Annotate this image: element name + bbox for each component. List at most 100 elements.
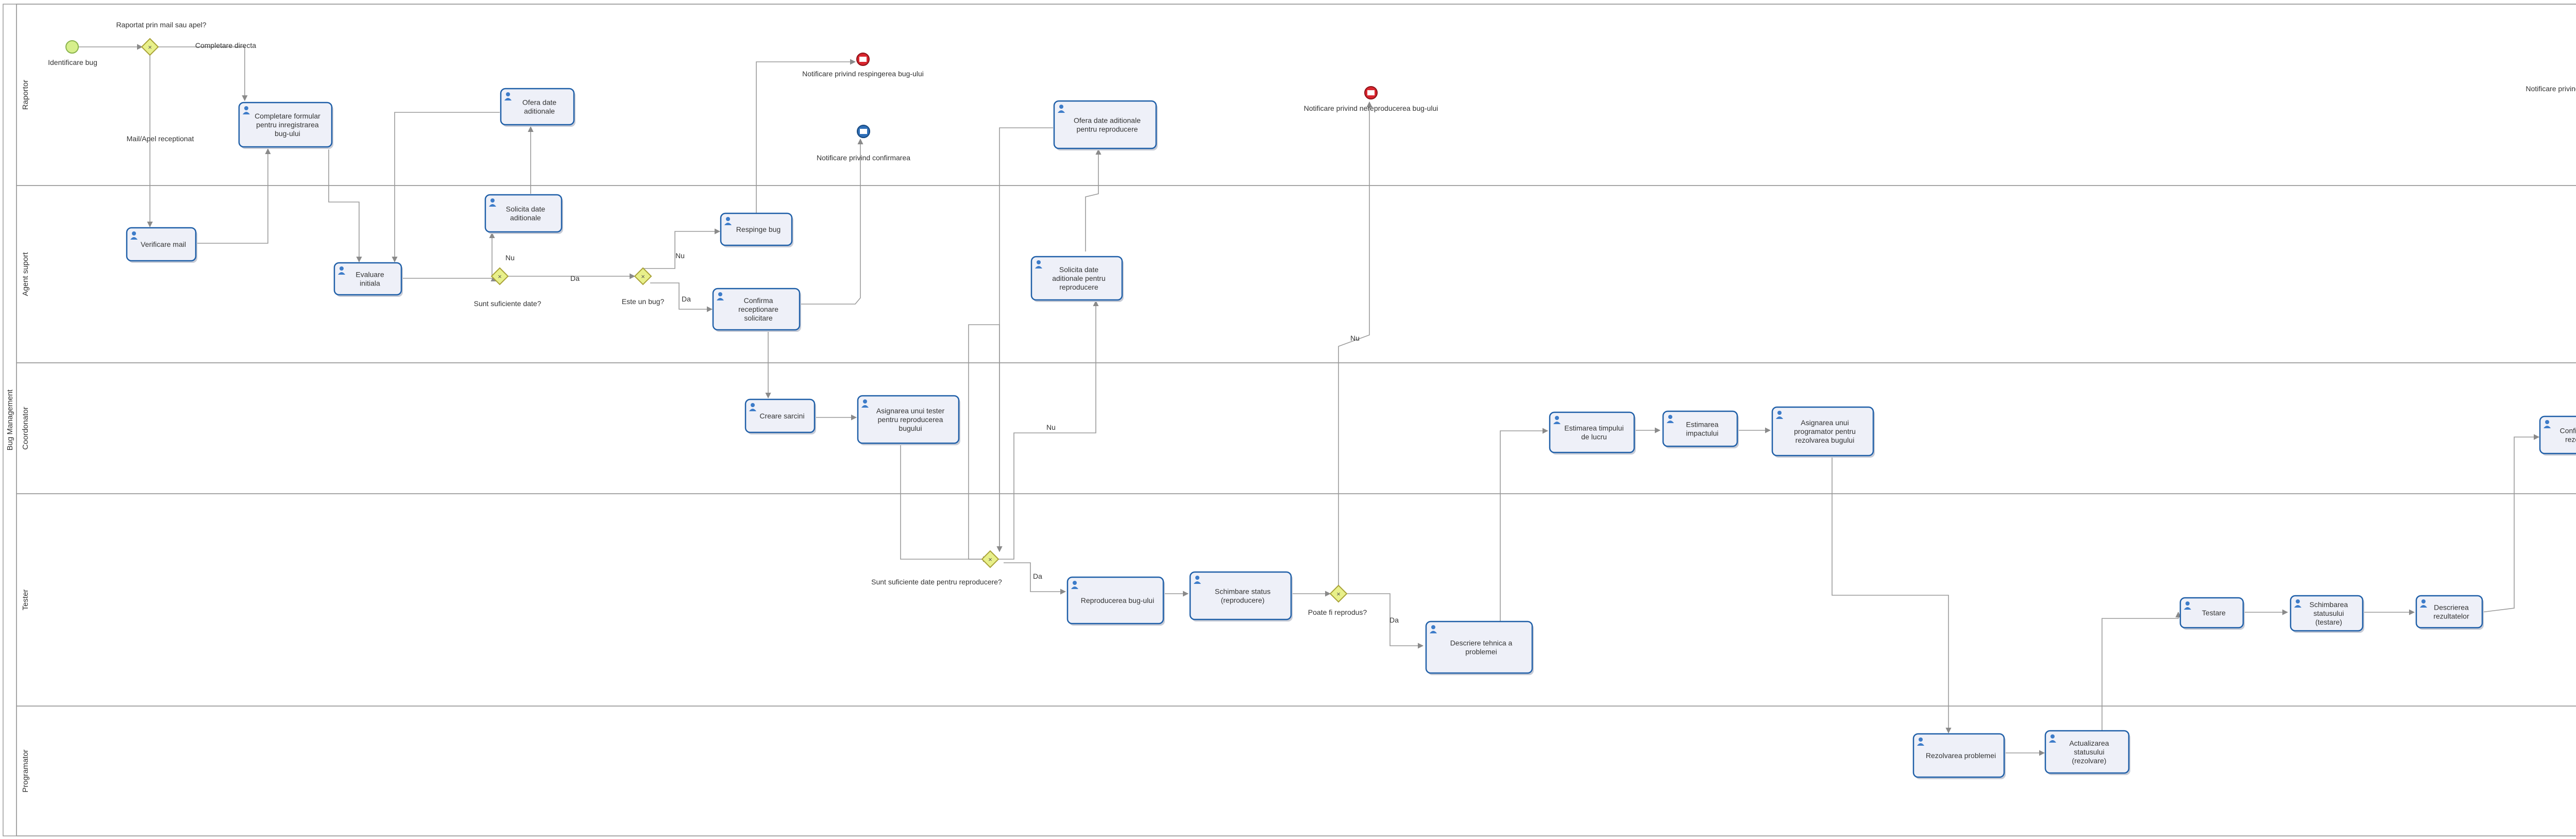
task-box[interactable]: [500, 88, 575, 126]
task-box[interactable]: [1066, 576, 1164, 625]
task-box[interactable]: [712, 288, 801, 331]
flow: [756, 59, 856, 213]
task-box[interactable]: [1771, 406, 1874, 457]
user-icon: [130, 231, 138, 240]
task-respinge-bug[interactable]: Respinge bug: [720, 212, 793, 247]
pool-label: Bug Management: [6, 389, 14, 450]
gateway-suficiente-date: × Sunt suficiente date?: [474, 267, 541, 308]
task-creare-sarcini[interactable]: Creare sarcini: [744, 398, 816, 434]
task-box[interactable]: [484, 194, 563, 233]
flow-label: Nu: [505, 254, 515, 262]
task-box[interactable]: [744, 398, 816, 433]
task-box[interactable]: [1030, 256, 1123, 301]
x-mark-icon: ×: [1336, 590, 1341, 598]
lane-label: Tester: [21, 590, 30, 611]
user-icon: [749, 403, 756, 411]
flow: [650, 282, 713, 312]
task-box[interactable]: [2415, 595, 2483, 629]
event-label: Notificare privind nereproducerea bug-ul…: [1304, 104, 1438, 112]
task-schimbare-status-reproducere[interactable]: Schimbare status(reproducere): [1189, 571, 1293, 622]
task-label: Rezolvarea problemei: [1926, 751, 1996, 760]
task-reproducerea-bugului[interactable]: Reproducerea bug-ului: [1066, 576, 1165, 626]
gateway-label: Sunt suficiente date?: [474, 299, 541, 308]
task-box[interactable]: [126, 227, 197, 262]
task-box[interactable]: [1189, 571, 1292, 620]
task-box[interactable]: [1549, 411, 1635, 454]
end-event-respingere: Notificare privind respingerea bug-ului: [802, 53, 924, 78]
flow: [643, 228, 721, 269]
task-box[interactable]: [2179, 597, 2244, 629]
task-box[interactable]: [2290, 595, 2364, 632]
task-rezolvarea-problemei[interactable]: Rezolvarea problemei: [1912, 733, 2006, 779]
flow-label: Da: [1389, 616, 1399, 624]
lane-label: Coordonator: [21, 407, 30, 449]
task-verificare-mail[interactable]: Verificare mail: [126, 227, 197, 263]
task-box[interactable]: [1662, 410, 1738, 447]
user-icon: [504, 92, 512, 100]
start-event: Identificare bug: [48, 40, 97, 66]
flow: [1832, 456, 1952, 734]
user-icon: [1071, 581, 1078, 589]
gateway-raportat: × Raportat prin mail sau apel?: [116, 21, 207, 56]
task-label: Confirmarearezolvarii: [2560, 427, 2576, 444]
task-box[interactable]: [857, 395, 960, 444]
user-icon: [489, 198, 496, 207]
task-confirmarea-rezolvarii[interactable]: Confirmarearezolvarii: [2539, 415, 2576, 456]
flow-label: Mail/Apel receptionat: [127, 135, 194, 143]
user-icon: [1035, 260, 1042, 269]
flow: [1346, 593, 1424, 649]
task-box[interactable]: [1053, 100, 1157, 149]
task-box[interactable]: [1425, 620, 1533, 674]
task-box[interactable]: [238, 102, 333, 148]
task-testare[interactable]: Testare: [2179, 597, 2245, 630]
flow-label: Nu: [1350, 334, 1360, 342]
user-icon: [1058, 105, 1065, 113]
user-icon: [1194, 576, 1201, 584]
flow: [1004, 562, 1066, 595]
user-icon: [2184, 601, 2191, 610]
user-icon: [243, 106, 250, 114]
flow: [328, 149, 362, 263]
task-box[interactable]: [720, 212, 793, 246]
flow: [1338, 101, 1372, 586]
task-box[interactable]: [2044, 730, 2130, 774]
flow: [1085, 148, 1101, 251]
x-mark-icon: ×: [498, 273, 502, 280]
end-event-rezolvare: Notificare privind rezolvarea bug-ului: [2526, 85, 2576, 93]
user-icon: [1553, 416, 1561, 424]
task-box[interactable]: [333, 262, 402, 296]
pool: Bug Management: [3, 4, 2576, 836]
task-box[interactable]: [1912, 733, 2005, 778]
gateway-date-reproducere: × Sunt suficiente date pentru reproducer…: [871, 550, 1002, 586]
event-label: Notificare privind respingerea bug-ului: [802, 70, 924, 78]
flow: [197, 148, 271, 244]
task-box[interactable]: [2539, 415, 2576, 455]
x-mark-icon: ×: [641, 273, 645, 280]
flow: [900, 443, 989, 562]
